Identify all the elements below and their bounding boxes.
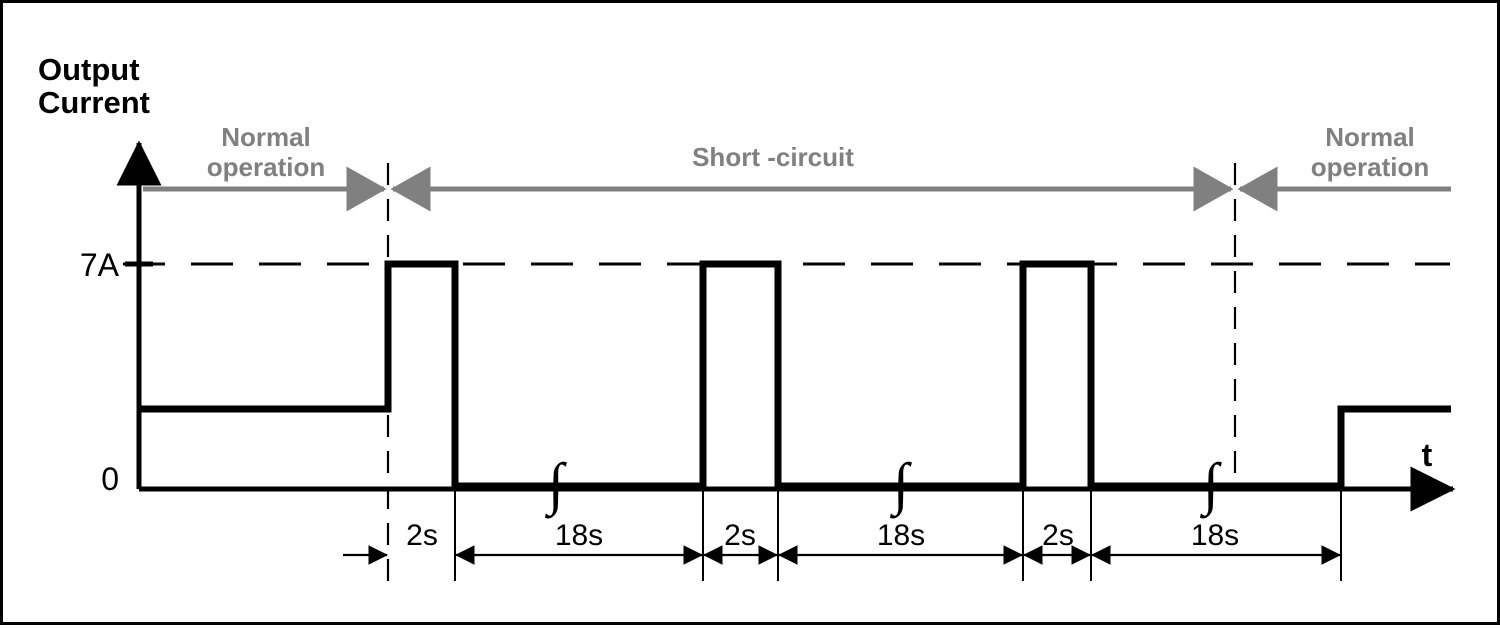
axis-break-symbol-1: ∫ xyxy=(544,451,567,519)
dimension-label-on-1: 2s xyxy=(406,519,438,552)
y-axis-label-7a: 7A xyxy=(80,247,120,283)
waveform-output-current xyxy=(139,260,1451,490)
axis-break-symbol-2: ∫ xyxy=(889,451,912,519)
phase-label-normal-left-line1: Normal xyxy=(221,122,311,152)
x-axis-label-t: t xyxy=(1422,437,1433,473)
dimension-label-off-2: 18s xyxy=(877,519,925,552)
y-axis-label-zero: 0 xyxy=(101,461,119,497)
dimension-label-off-1: 18s xyxy=(555,519,603,552)
phase-label-short-circuit: Short -circuit xyxy=(692,142,854,172)
output-current-waveform-chart: Output Current Normal operation Short -c… xyxy=(38,52,1456,581)
dimension-witness-lines xyxy=(454,489,1342,581)
axis-break-symbol-3: ∫ xyxy=(1199,451,1222,519)
chart-title-line2: Current xyxy=(38,85,150,120)
phase-label-normal-right-line2: operation xyxy=(1311,152,1429,182)
phase-label-normal-left-line2: operation xyxy=(207,152,325,182)
dimension-label-on-2: 2s xyxy=(724,519,756,552)
dimension-label-off-3: 18s xyxy=(1191,519,1239,552)
chart-title-line1: Output xyxy=(38,52,140,87)
phase-label-normal-right-line1: Normal xyxy=(1325,122,1415,152)
dimension-label-on-3: 2s xyxy=(1042,519,1074,552)
